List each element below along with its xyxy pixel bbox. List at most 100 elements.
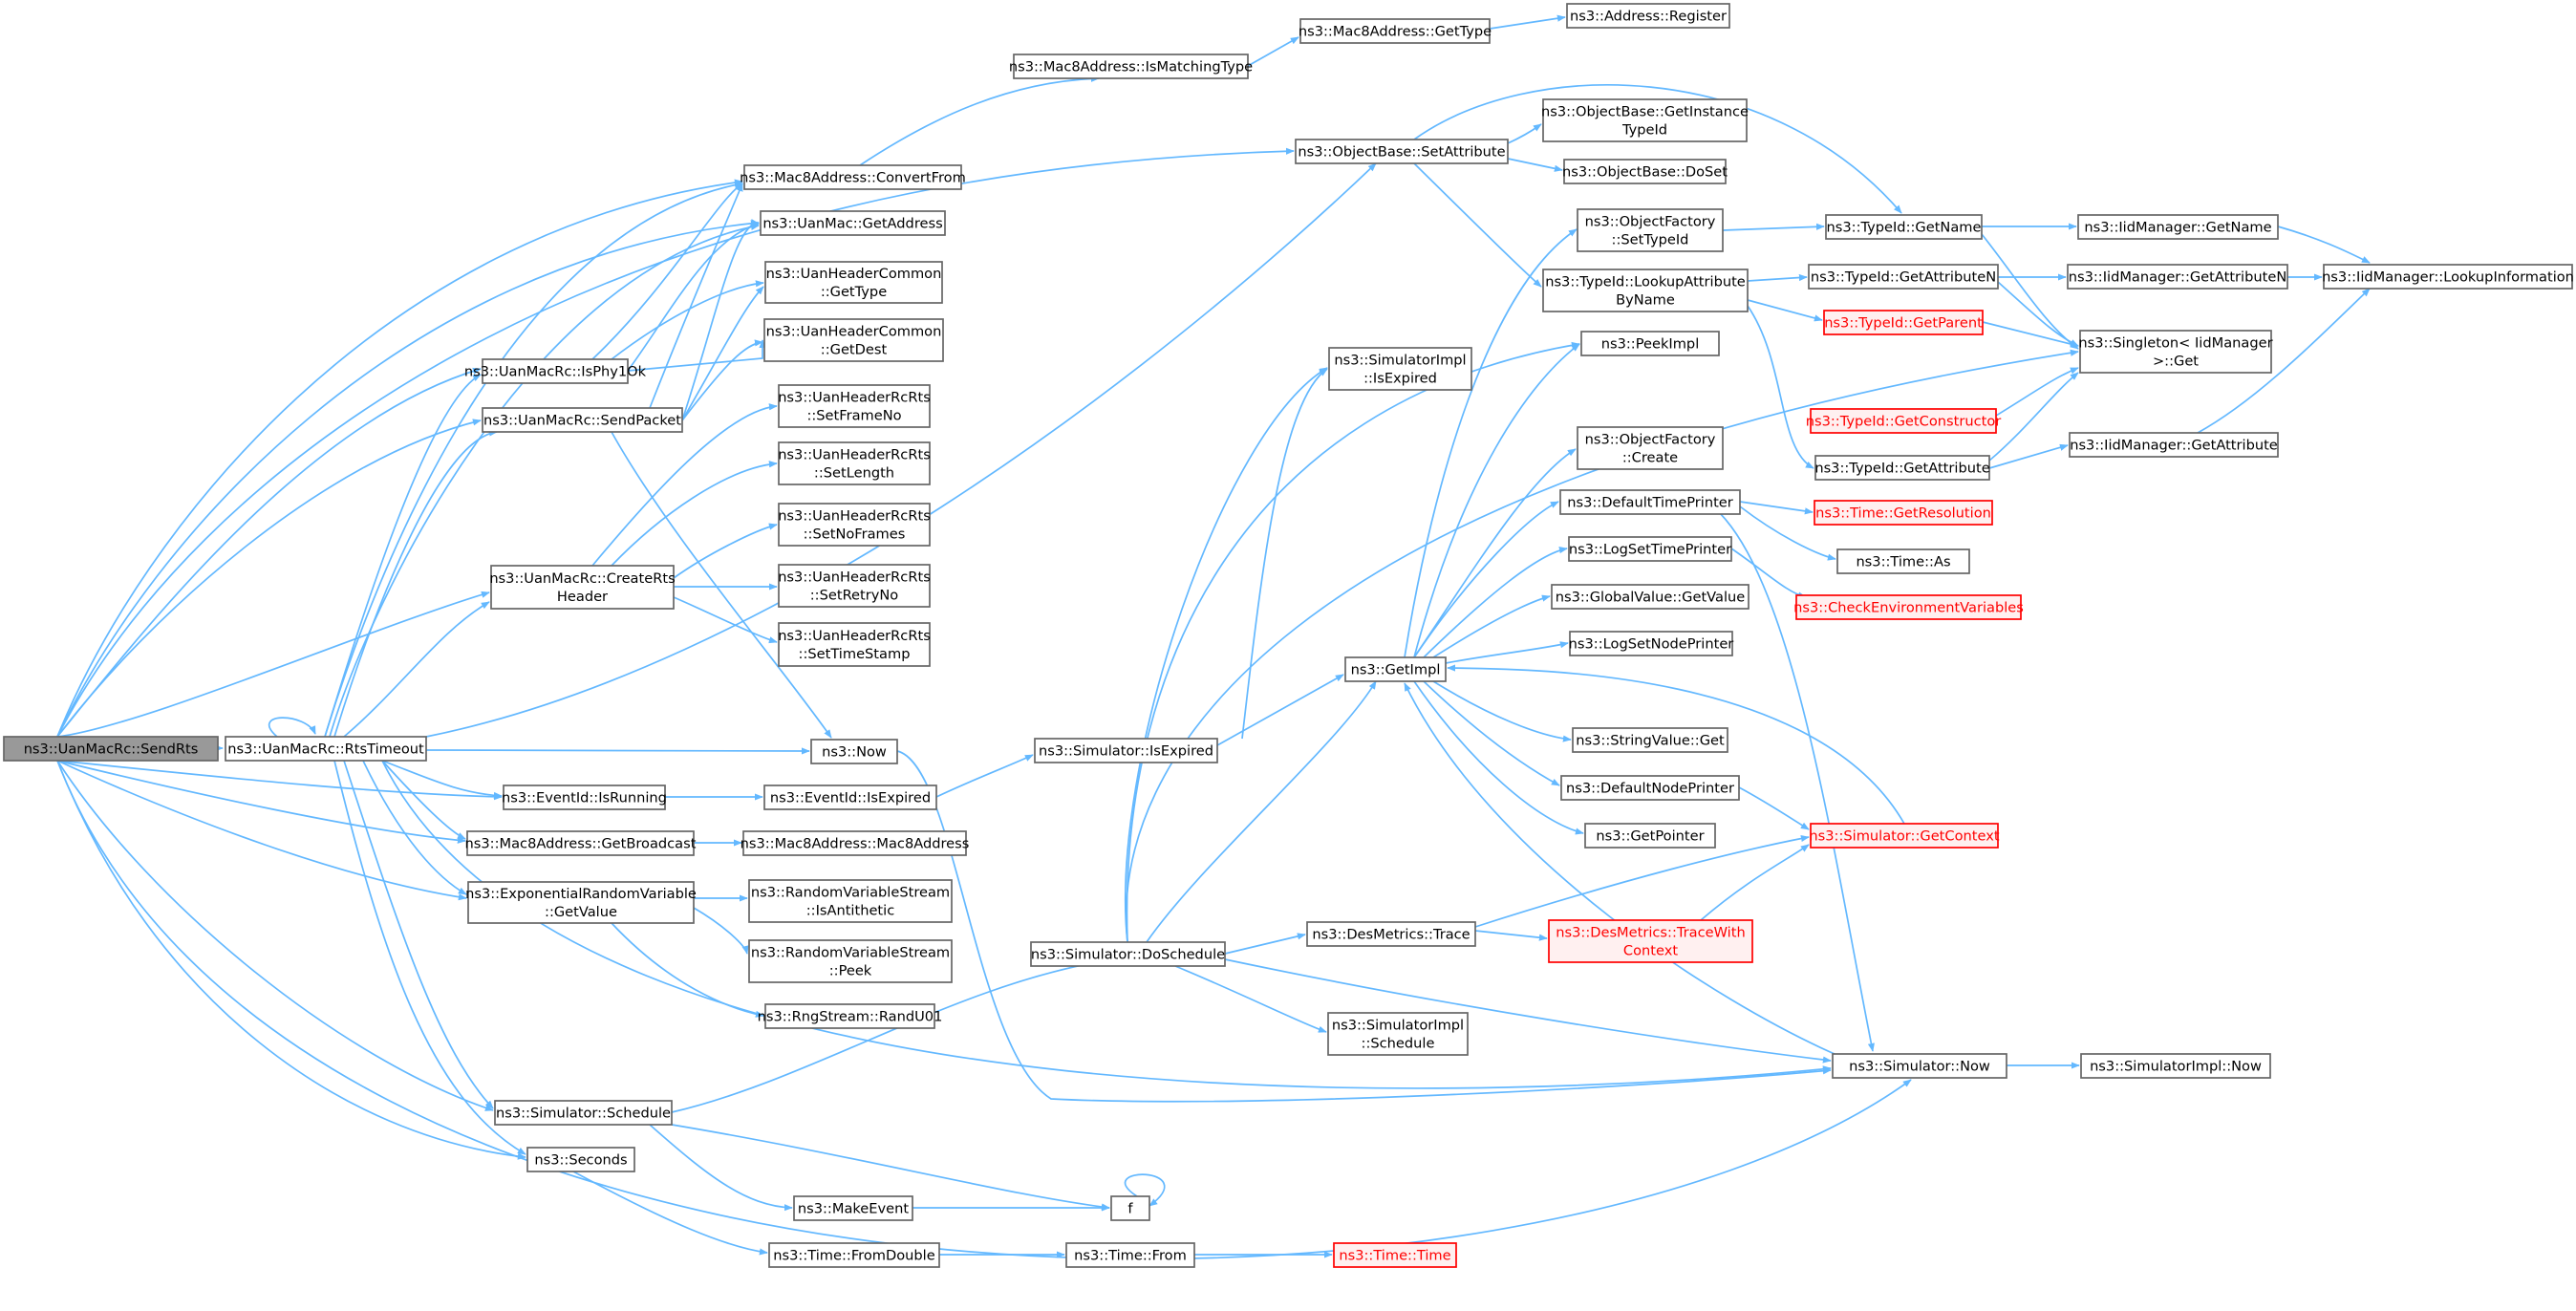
call-edge [611,280,764,360]
node-peekimpl[interactable]: ns3::PeekImpl [1580,331,1720,356]
node-getbroadcast[interactable]: ns3::Mac8Address::GetBroadcast [465,830,697,856]
call-edge [611,922,764,1018]
node-defnodeprinter[interactable]: ns3::DefaultNodePrinter [1560,775,1740,801]
node-simimplnow[interactable]: ns3::SimulatorImpl::Now [2080,1053,2271,1079]
node-logsetnodeprinter[interactable]: ns3::LogSetNodePrinter [1569,631,1734,656]
node-randu01[interactable]: ns3::RngStream::RandU01 [758,1003,943,1029]
node-label: ns3::Simulator::DoSchedule [1031,947,1225,963]
call-edge [627,339,766,372]
node-hdrgetdest[interactable]: ns3::UanHeaderCommon::GetDest [763,318,944,362]
node-now[interactable]: ns3::Now [810,739,898,764]
node-timeas[interactable]: ns3::Time::As [1836,548,1970,574]
node-sendrts[interactable]: ns3::UanMacRc::SendRts [3,736,219,762]
node-factcreate[interactable]: ns3::ObjectFactory::Create [1577,426,1724,470]
node-simschedule[interactable]: ns3::Simulator::Schedule [494,1100,673,1126]
node-label: ns3::Time::GetResolution [1815,505,1991,522]
node-convertfrom[interactable]: ns3::Mac8Address::ConvertFrom [740,164,966,190]
node-factsettypeid[interactable]: ns3::ObjectFactory::SetTypeId [1577,208,1724,252]
node-sendpacket[interactable]: ns3::UanMacRc::SendPacket [482,407,683,433]
call-edge [329,223,760,738]
node-label: ::SetTimeStamp [799,646,911,662]
node-globalgetvalue[interactable]: ns3::GlobalValue::GetValue [1551,584,1750,610]
call-edge [1739,505,1836,561]
node-checkenv[interactable]: ns3::CheckEnvironmentVariables [1793,594,2024,620]
node-uangetaddress[interactable]: ns3::UanMac::GetAddress [760,210,946,236]
node-expgetvalue[interactable]: ns3::ExponentialRandomVariable::GetValue [465,881,697,924]
node-setlength[interactable]: ns3::UanHeaderRcRts::SetLength [778,441,931,485]
node-dosschedule[interactable]: ns3::Simulator::DoSchedule [1030,941,1226,967]
node-eventisrunning[interactable]: ns3::EventId::IsRunning [502,784,667,810]
call-edge [343,760,494,1109]
node-getparent[interactable]: ns3::TypeId::GetParent [1823,310,1984,335]
node-iidgetattributen[interactable]: ns3::IidManager::GetAttributeN [2067,264,2288,290]
node-getcontext[interactable]: ns3::Simulator::GetContext [1809,823,2000,849]
call-edge [1739,501,1814,515]
node-simimplschedule[interactable]: ns3::SimulatorImpl::Schedule [1327,1012,1469,1056]
node-peek[interactable]: ns3::RandomVariableStream::Peek [748,939,953,983]
node-fromdouble[interactable]: ns3::Time::FromDouble [768,1242,940,1268]
node-isphy1ok[interactable]: ns3::UanMacRc::IsPhy1Ok [464,358,647,384]
call-edge [1224,958,1832,1064]
node-label: ns3::Singleton< IidManager [2078,335,2272,352]
node-label: ns3::RandomVariableStream [751,885,950,901]
node-typeidgetattribute[interactable]: ns3::TypeId::GetAttribute [1814,455,1990,481]
node-setattribute[interactable]: ns3::ObjectBase::SetAttribute [1295,139,1509,164]
node-box [1065,1242,1195,1268]
node-hdrgettype[interactable]: ns3::UanHeaderCommon::GetType [764,261,943,304]
node-setnoframes[interactable]: ns3::UanHeaderRcRts::SetNoFrames [778,503,931,547]
node-addrregister[interactable]: ns3::Address::Register [1566,3,1730,29]
node-deftimeprinter[interactable]: ns3::DefaultTimePrinter [1559,489,1741,515]
node-isantithetic[interactable]: ns3::RandomVariableStream::IsAntithetic [748,879,953,923]
node-label: ns3::SimulatorImpl::Now [2090,1059,2262,1075]
node-box [1110,1195,1150,1221]
node-iidgetname[interactable]: ns3::IidManager::GetName [2077,214,2279,240]
node-box [1572,727,1728,753]
node-stringget[interactable]: ns3::StringValue::Get [1572,727,1728,753]
node-setretryno[interactable]: ns3::UanHeaderRcRts::SetRetryNo [778,564,931,608]
node-singletonget[interactable]: ns3::Singleton< IidManager >::Get [2078,330,2273,374]
node-settimestamp[interactable]: ns3::UanHeaderRcRts::SetTimeStamp [778,622,931,667]
call-edge [1247,36,1299,67]
node-simimplisexpired[interactable]: ns3::SimulatorImpl::IsExpired [1328,347,1472,391]
call-edge [1747,273,1808,282]
node-label: ::Create [1622,450,1678,466]
node-label: ns3::SimulatorImpl [1334,353,1466,369]
node-iidgetattribute[interactable]: ns3::IidManager::GetAttribute [2069,432,2279,458]
node-makeevent[interactable]: ns3::MakeEvent [793,1195,913,1221]
node-simnow[interactable]: ns3::Simulator::Now [1832,1053,2007,1079]
node-doset[interactable]: ns3::ObjectBase::DoSet [1562,159,1728,184]
node-ffunc[interactable]: f [1110,1195,1150,1221]
node-label: ns3::ObjectFactory [1585,214,1716,230]
node-eventisexpired[interactable]: ns3::EventId::IsExpired [763,784,937,810]
node-timetime[interactable]: ns3::Time::Time [1333,1242,1457,1268]
node-mac8gettype[interactable]: ns3::Mac8Address::GetType [1299,18,1492,44]
call-edge [333,760,526,1155]
node-box [1327,1012,1469,1056]
node-logsettimeprinter[interactable]: ns3::LogSetTimePrinter [1568,536,1732,562]
node-lookupinfo[interactable]: ns3::IidManager::LookupInformation [2322,264,2574,290]
node-getattributen[interactable]: ns3::TypeId::GetAttributeN [1808,264,1999,290]
node-rtstimeout[interactable]: ns3::UanMacRc::RtsTimeout [225,736,427,762]
node-setframeno[interactable]: ns3::UanHeaderRcRts::SetFrameNo [778,384,931,428]
node-label: >::Get [2153,354,2199,370]
node-getimpl[interactable]: ns3::GetImpl [1344,656,1447,682]
node-seconds[interactable]: ns3::Seconds [526,1147,635,1172]
node-label: ns3::Mac8Address::Mac8Address [741,836,970,852]
node-getpointer[interactable]: ns3::GetPointer [1584,823,1716,849]
node-typeidgetname[interactable]: ns3::TypeId::GetName [1825,214,1983,240]
node-ismatchingtype[interactable]: ns3::Mac8Address::IsMatchingType [1009,54,1253,79]
node-getconstructor[interactable]: ns3::TypeId::GetConstructor [1806,408,2002,434]
node-desmetricstrace[interactable]: ns3::DesMetrics::Trace [1306,921,1476,947]
node-mac8ctor[interactable]: ns3::Mac8Address::Mac8Address [741,830,970,856]
call-edge [56,591,490,738]
node-timefrom[interactable]: ns3::Time::From [1065,1242,1195,1268]
call-edge [591,183,743,360]
node-simisexpired[interactable]: ns3::Simulator::IsExpired [1034,738,1218,763]
call-edge [1125,349,2079,943]
node-getresolution[interactable]: ns3::Time::GetResolution [1814,500,1993,526]
call-edge [343,601,490,738]
